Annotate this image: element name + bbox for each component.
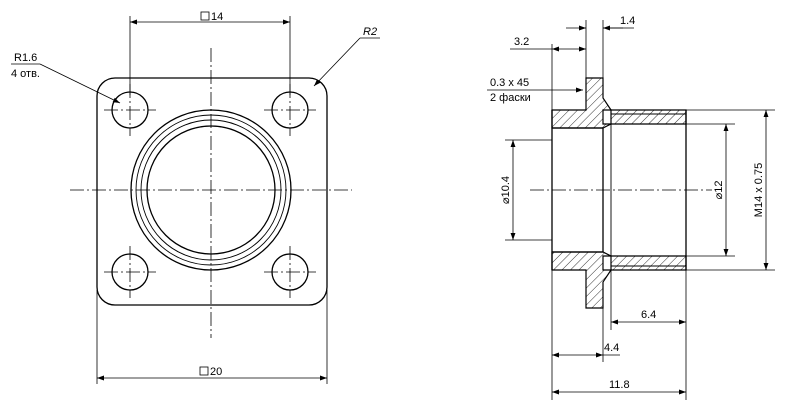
leader-corner-radius: R2	[313, 26, 380, 87]
dim-label-14: 14	[211, 11, 223, 23]
dim-label-thread: M14 x 0.75	[753, 163, 765, 217]
section-view: 1.4 3.2 0.3 x 45 2 фаски ⌀10.4	[487, 15, 775, 400]
dimension-bottom-20: 20	[96, 290, 328, 384]
dimension-6-4: 6.4	[610, 270, 687, 400]
dimension-thread: M14 x 0.75	[686, 109, 775, 271]
dim-label-6-4: 6.4	[641, 309, 656, 321]
dimension-1-4: 1.4	[566, 15, 635, 78]
bore-outer-circle	[130, 109, 292, 271]
square-symbol	[199, 366, 209, 376]
mounting-hole-bottom-left	[104, 246, 156, 298]
leader-hole-radius: R1.6 4 отв.	[11, 52, 121, 104]
dim-label-11-8: 11.8	[609, 379, 630, 391]
dimension-top-14: 14	[129, 11, 291, 95]
bore-circle-2	[135, 114, 287, 266]
leader-chamfer: 0.3 x 45 2 фаски	[487, 77, 583, 104]
corner-radius-label: R2	[363, 26, 377, 38]
front-view: 14 20 R1.6 4 отв. R2	[11, 11, 380, 384]
dimension-dia-12: ⌀12	[686, 123, 735, 257]
dim-label-3-2: 3.2	[514, 36, 529, 48]
dim-label-20: 20	[210, 366, 222, 378]
mounting-hole-bottom-right	[264, 246, 316, 298]
dimension-4-4: 4.4	[551, 270, 620, 400]
chamfer-size-label: 0.3 x 45	[490, 77, 529, 89]
bore-circle-3	[140, 119, 282, 261]
dimension-3-2: 3.2	[510, 36, 586, 110]
hole-count-label: 4 отв.	[11, 68, 40, 80]
dimension-11-8: 11.8	[552, 379, 686, 395]
dim-label-dia-12: ⌀12	[713, 181, 725, 200]
bore-inner-circle	[146, 125, 276, 255]
dim-label-dia-10-4: ⌀10.4	[500, 176, 512, 204]
flange-outline	[96, 77, 328, 306]
chamfer-count-label: 2 фаски	[490, 92, 531, 104]
dimension-dia-10-4: ⌀10.4	[500, 139, 552, 241]
dim-label-1-4: 1.4	[620, 15, 635, 27]
dim-label-4-4: 4.4	[604, 342, 619, 354]
square-symbol	[200, 11, 210, 21]
hole-radius-label: R1.6	[14, 52, 37, 64]
section-hatch-top	[551, 77, 687, 129]
section-hatch-bottom	[551, 251, 687, 309]
